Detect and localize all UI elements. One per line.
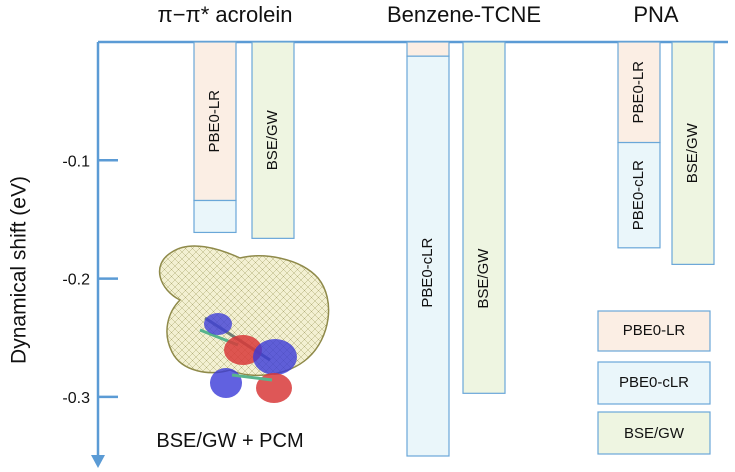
- bar-bse-gw: [251, 41, 295, 239]
- group-label-acrolein: π−π* acrolein: [158, 2, 293, 27]
- orbital-lobe-red: [224, 335, 262, 365]
- legend-label-pbe0-clr: PBE0-cLR: [619, 374, 689, 391]
- molecule-pcm-image: [158, 245, 330, 403]
- y-axis-title: Dynamical shift (eV): [8, 176, 31, 364]
- bar-bse-gw: [462, 41, 506, 394]
- legend: PBE0-LR PBE0-cLR BSE/GW: [597, 310, 711, 455]
- bar-label: PBE0-cLR: [419, 237, 436, 307]
- bar-label: PBE0-LR: [630, 61, 647, 124]
- orbital-lobe-blue: [210, 368, 242, 398]
- y-tick-label: -0.3: [62, 390, 90, 407]
- legend-swatch-pbe0-clr: [597, 361, 711, 405]
- group-label-pna: PNA: [633, 2, 679, 27]
- bar-pbe0-clr: [193, 199, 237, 234]
- bar-label: BSE/GW: [264, 109, 281, 170]
- y-tick-label: -0.1: [62, 153, 90, 170]
- bar-pbe0-lr: [193, 41, 237, 202]
- group-label-benzene-tcne: Benzene-TCNE: [387, 2, 541, 27]
- y-tick-label: -0.2: [62, 272, 90, 289]
- molecule-caption: BSE/GW + PCM: [156, 430, 303, 452]
- orbital-lobe-blue: [204, 313, 232, 335]
- bar-bse-gw: [671, 41, 715, 265]
- legend-swatch-bse-gw: [597, 411, 711, 455]
- legend-label-pbe0-lr: PBE0-LR: [623, 322, 686, 339]
- bar-label: BSE/GW: [684, 122, 701, 183]
- y-ticks: -0.1 -0.2 -0.3: [62, 153, 118, 407]
- legend-swatch-pbe0-lr: [597, 310, 711, 352]
- bar-pbe0-clr: [406, 55, 450, 457]
- bar-pbe0-lr: [617, 41, 661, 144]
- bar-pbe0-lr: [406, 41, 450, 57]
- bar-label: BSE/GW: [475, 248, 492, 309]
- y-axis-arrowhead: [91, 455, 105, 468]
- orbital-lobe-blue: [253, 339, 297, 375]
- legend-label-bse-gw: BSE/GW: [624, 425, 685, 442]
- bar-label: PBE0-LR: [206, 90, 223, 153]
- bars: PBE0-LR BSE/GW PBE0-cLR BSE/GW PBE0-LR PBE0-c…: [193, 41, 715, 457]
- bar-label: PBE0-cLR: [630, 160, 647, 230]
- bar-pbe0-clr: [617, 141, 661, 249]
